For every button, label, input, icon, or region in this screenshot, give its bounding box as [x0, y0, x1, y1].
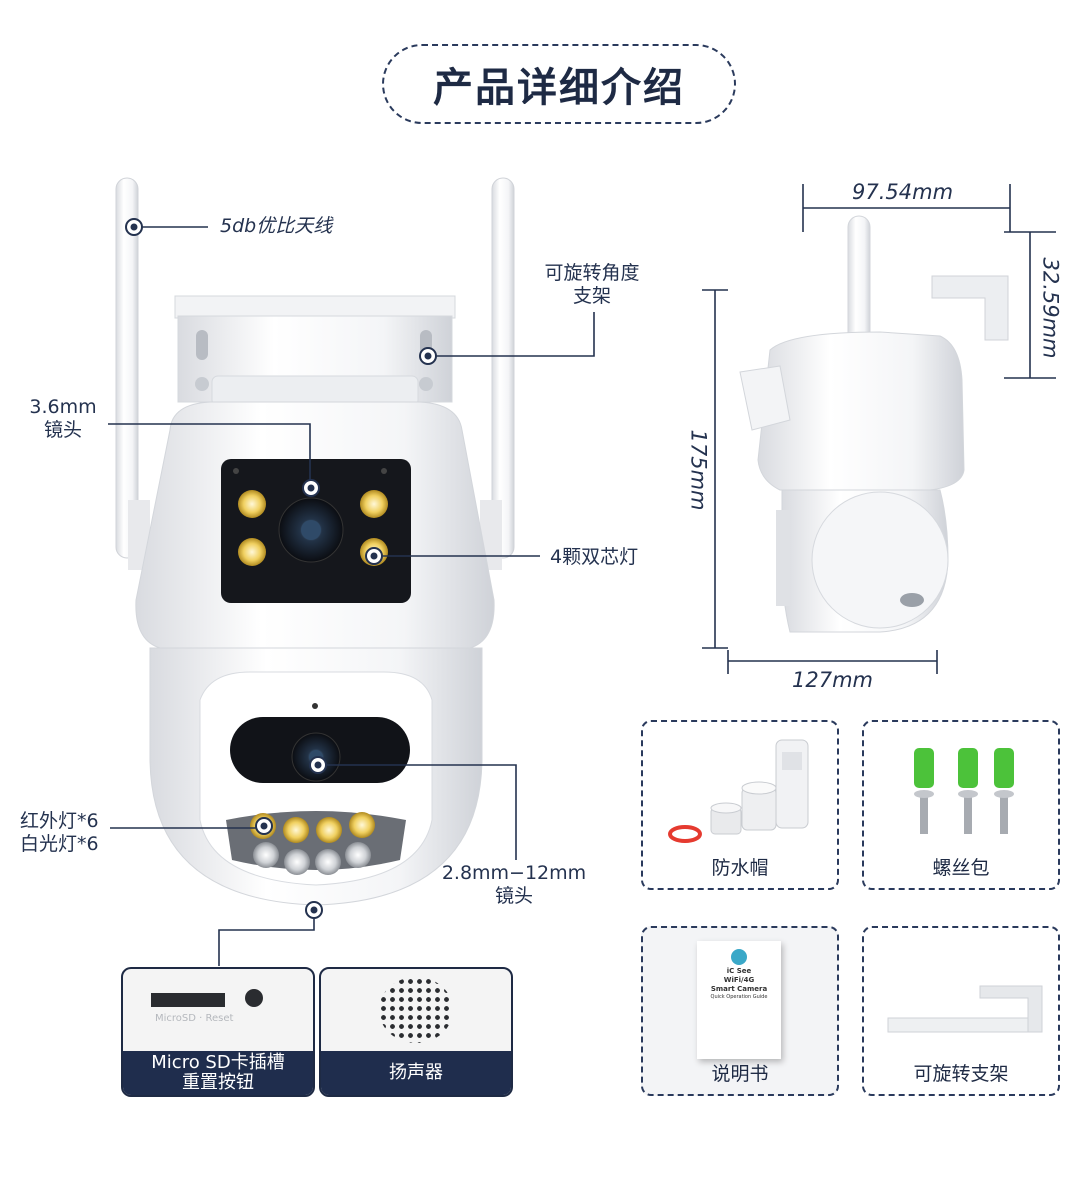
manual-brand: iC See: [726, 967, 752, 975]
slot-engraving: MicroSD · Reset: [155, 1013, 234, 1024]
camera-side: [739, 215, 1009, 633]
ir-label-line2: 白光灯*6: [20, 833, 99, 855]
dim-height: 175mm: [686, 429, 711, 511]
accessory-label: 说明书: [711, 1063, 769, 1085]
screw-pack-illustration: [914, 748, 1014, 834]
page-title: 产品详细介绍: [433, 65, 685, 111]
manual-line1: WiFi/4G: [723, 976, 755, 984]
accessory-screw-pack: 螺丝包: [862, 720, 1060, 890]
speaker-feature-band: 扬声器: [321, 1051, 511, 1095]
ir-label-line1: 红外灯*6: [20, 810, 99, 832]
title-pill: 产品详细介绍: [382, 44, 736, 124]
lens2-label-line1: 2.8mm−12mm: [441, 862, 587, 884]
speaker-feature-card: 扬声器: [319, 967, 513, 1097]
lights-label: 4颗双芯灯: [550, 546, 639, 568]
accessory-label: 防水帽: [711, 857, 769, 879]
dim-base-width: 127mm: [792, 668, 873, 692]
bracket-label-line2: 支架: [572, 285, 611, 307]
microsd-label-line2: 重置按钮: [182, 1072, 254, 1093]
accessory-waterproof-cap: 防水帽: [641, 720, 839, 890]
bracket-label: 可旋转角度 支架: [532, 262, 652, 308]
microsd-label-line1: Micro SD卡插槽: [151, 1052, 285, 1073]
dimension-lines: [702, 184, 1056, 674]
microsd-feature-band: Micro SD卡插槽 重置按钮: [123, 1051, 313, 1095]
waterproof-cap-illustration: [668, 739, 809, 843]
ir-light-label: 红外灯*6 白光灯*6: [20, 810, 99, 856]
sd-slot-icon: [151, 993, 225, 1007]
accessory-label: 螺丝包: [932, 857, 990, 879]
lens2-label: 2.8mm−12mm 镜头: [434, 862, 594, 908]
microsd-feature-card: MicroSD · Reset Micro SD卡插槽 重置按钮: [121, 967, 315, 1097]
accessory-bracket: 可旋转支架: [862, 926, 1060, 1096]
manual-line3: Quick Operation Guide: [710, 994, 768, 1000]
dim-bracket-depth: 32.59mm: [1038, 257, 1063, 359]
reset-button-icon: [245, 989, 263, 1007]
callout-dots: [125, 218, 437, 919]
speaker-label: 扬声器: [389, 1062, 443, 1083]
antenna-label: 5db优比天线: [220, 215, 333, 237]
speaker-grill-icon: [379, 977, 453, 1043]
bracket-label-line1: 可旋转角度: [544, 262, 640, 284]
brand-logo-icon: [731, 949, 747, 965]
camera-front: [115, 177, 515, 906]
manual-booklet: iC See WiFi/4G Smart Camera Quick Operat…: [697, 941, 781, 1059]
lens1-label-line2: 镜头: [43, 419, 82, 441]
bracket-illustration: [887, 985, 1043, 1033]
dim-width-top: 97.54mm: [852, 180, 954, 204]
lens1-label-line1: 3.6mm: [29, 396, 97, 418]
manual-line2: Smart Camera: [710, 985, 768, 993]
lens2-label-line2: 镜头: [494, 885, 533, 907]
accessory-label: 可旋转支架: [913, 1063, 1009, 1085]
lens1-label: 3.6mm 镜头: [18, 396, 108, 442]
